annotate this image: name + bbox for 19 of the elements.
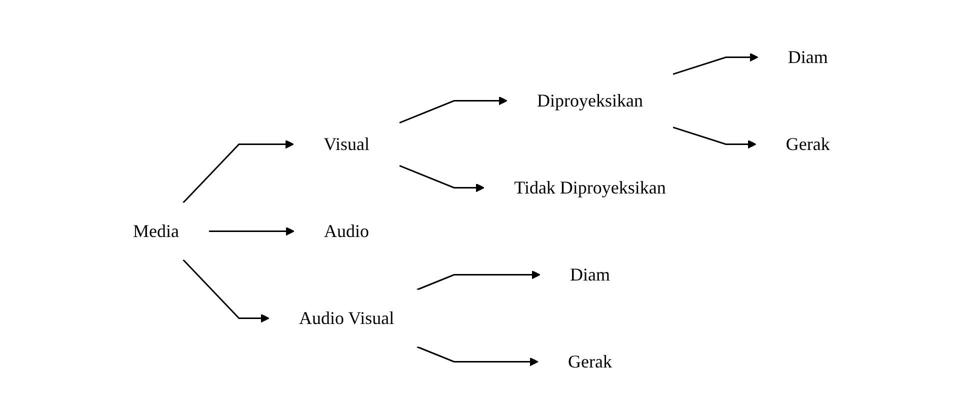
node-text: Visual — [323, 134, 370, 154]
arrow — [182, 140, 294, 204]
node-text: Tidak Diproyeksikan — [514, 177, 666, 198]
arrow — [182, 259, 269, 323]
node-text: Gerak — [568, 351, 612, 372]
arrow — [416, 270, 540, 290]
arrow — [398, 164, 484, 192]
arrow — [416, 346, 538, 366]
arrow — [672, 126, 756, 149]
node-text: Audio Visual — [298, 308, 394, 328]
node-text: Diam — [570, 264, 610, 284]
arrow — [208, 226, 294, 236]
node-text: Gerak — [785, 134, 830, 154]
arrow — [672, 52, 758, 75]
arrow — [398, 96, 507, 124]
node-text: Media — [132, 220, 179, 241]
node-text: Diam — [787, 46, 828, 67]
node-text: Audio — [324, 220, 369, 241]
node-text: Diproyeksikan — [536, 90, 643, 110]
